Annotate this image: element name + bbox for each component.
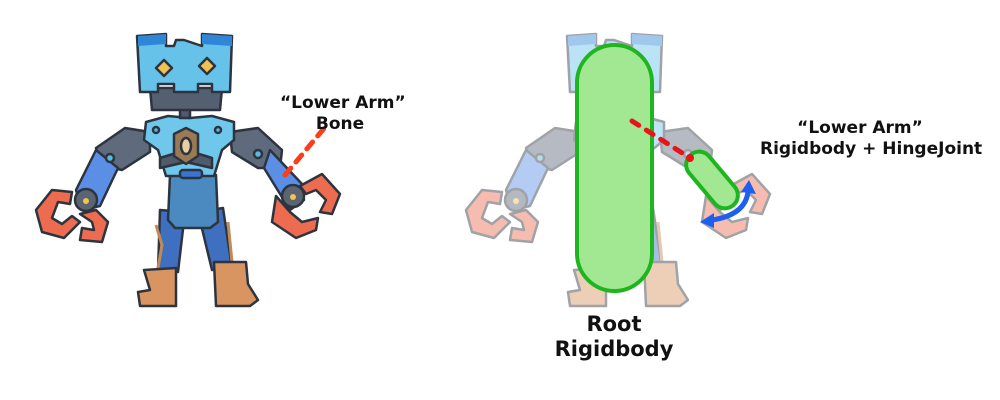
root-rigidbody-collider xyxy=(575,43,654,293)
label-line: Rigidbody xyxy=(554,337,674,362)
root-rigidbody-label: Root Rigidbody xyxy=(554,312,674,362)
label-line: “Lower Arm” xyxy=(797,118,923,138)
label-line: Bone xyxy=(315,114,365,135)
lower-arm-bone-pointer xyxy=(282,123,329,178)
lower-arm-rigidbody-label: “Lower Arm” Rigidbody + HingeJoint xyxy=(760,118,983,161)
robot-bone-view xyxy=(34,32,342,308)
rotation-arrow-icon xyxy=(700,180,756,228)
label-line: Rigidbody + HingeJoint xyxy=(760,139,983,160)
label-line: “Lower Arm” xyxy=(280,93,406,113)
label-line: Root xyxy=(586,312,642,336)
hinge-joint-connection xyxy=(629,118,693,161)
lower-arm-bone-label: “Lower Arm” Bone xyxy=(280,93,406,136)
hinge-joint-anchor xyxy=(686,154,694,162)
